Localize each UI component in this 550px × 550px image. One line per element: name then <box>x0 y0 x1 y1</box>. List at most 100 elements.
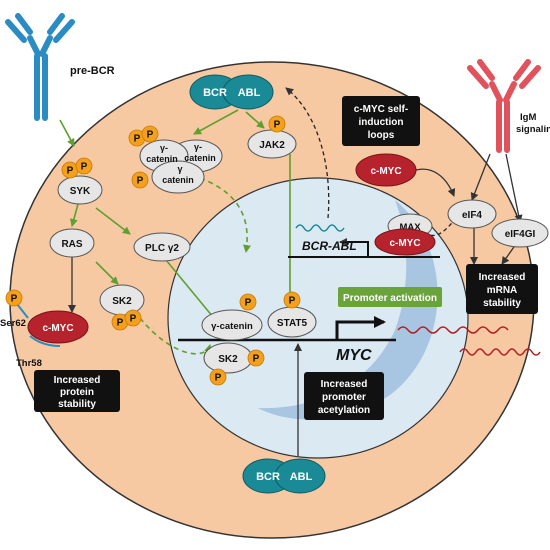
cmyc-protein-nucleus: c-MYC <box>374 228 436 256</box>
cmyc-label-left: c-MYC <box>42 323 73 334</box>
phospho-label: P <box>11 294 18 305</box>
phospho-circle: P <box>61 161 79 179</box>
mrna-myc-2 <box>459 348 541 356</box>
sk2-protein-cytoplasm: SK2 <box>99 284 145 316</box>
green-dashed-arrows <box>139 177 251 355</box>
phospho-circle: P <box>209 368 227 386</box>
sk2-label-cytoplasm: SK2 <box>112 296 132 307</box>
pre-bcr-label: pre-BCR <box>70 65 115 77</box>
sk2-label-nucleus: SK2 <box>218 354 238 365</box>
bcr-abl-gene-label: BCR-ABL <box>302 239 357 253</box>
phospho-label: P <box>117 318 124 329</box>
phospho-circle: P <box>131 171 149 189</box>
thr58-label: Thr58 <box>16 358 42 369</box>
ms-line3: stability <box>483 298 521 309</box>
phospho-label: P <box>134 134 141 145</box>
plc-label: PLC γ2 <box>145 243 179 254</box>
gc-c-line2: catenin <box>162 175 194 185</box>
pa-line3: acetylation <box>318 405 370 416</box>
phospho-label: P <box>130 314 137 325</box>
syk-protein: SYK <box>57 175 103 205</box>
ps-line1: Increased <box>54 375 101 386</box>
gamma-catenin-cluster: γ- catenin γ- catenin γ catenin <box>139 139 223 194</box>
stat5-protein: STAT5 <box>267 306 317 338</box>
si-line3: loops <box>368 130 395 141</box>
eif4gi-label: eIF4GI <box>505 229 536 240</box>
si-line2: induction <box>359 117 404 128</box>
ras-label: RAS <box>61 239 82 250</box>
igm-receptor <box>467 59 541 153</box>
gc-b-line2: catenin <box>184 153 216 163</box>
cmyc-protein-right: c-MYC <box>355 153 417 187</box>
ps-line2: protein <box>60 387 94 398</box>
pa-line1: Increased <box>321 379 368 390</box>
gc-a-line2: catenin <box>146 154 178 164</box>
protein-stability-box: Increased protein stability <box>34 370 120 412</box>
phospho-circle: P <box>124 309 142 327</box>
myc-promoter-arrow <box>335 316 386 340</box>
sk2-protein-nucleus: SK2 <box>203 342 253 374</box>
bcr-abl-fusion-top: BCR ABL <box>189 74 274 110</box>
gc-c-line1: γ <box>177 164 182 174</box>
ms-line2: mRNA <box>487 285 518 296</box>
gamma-catenin-nucleus-label: γ-catenin <box>211 321 253 332</box>
syk-label: SYK <box>70 186 91 197</box>
eif4-protein: eIF4 <box>447 199 497 229</box>
phospho-circle: P <box>268 115 286 133</box>
phospho-circle: P <box>5 289 23 307</box>
phospho-label: P <box>289 296 296 307</box>
bcr-abl-fusion-bottom: BCR ABL <box>242 458 326 494</box>
eif4gi-protein: eIF4GI <box>491 218 549 248</box>
phospho-circle: P <box>247 349 265 367</box>
gc-a-line1: γ- <box>160 143 168 153</box>
phospho-label: P <box>67 166 74 177</box>
abl-label-bottom: ABL <box>290 471 313 483</box>
ms-line1: Increased <box>479 272 526 283</box>
max-label: MAX <box>399 222 421 233</box>
phospho-circle: P <box>111 313 129 331</box>
plc-gamma2-protein: PLC γ2 <box>133 232 191 262</box>
jak2-label: JAK2 <box>259 140 285 151</box>
phospho-label: P <box>137 176 144 187</box>
phospho-label: P <box>274 120 281 131</box>
gamma-catenin-nucleus: γ-catenin <box>201 309 263 341</box>
phospho-circle: P <box>141 125 159 143</box>
promoter-activation-label: Promoter activation <box>343 293 437 304</box>
mrna-myc-1 <box>397 326 509 334</box>
bcr-abl-promoter-arrow <box>339 238 369 257</box>
cmyc-label-right: c-MYC <box>370 166 401 177</box>
pa-line2: promoter <box>322 392 366 403</box>
phospho-label: P <box>81 162 88 173</box>
pre-bcr-receptor <box>5 13 75 121</box>
cmyc-protein-left: c-MYC <box>27 310 89 344</box>
ser62-label: Ser62 <box>0 318 26 329</box>
mrna-stability-box: Increased mRNA stability <box>466 264 538 314</box>
igm-label-line2: signalin <box>516 124 550 135</box>
mrna-bcr-abl <box>295 224 345 232</box>
phospho-label: P <box>147 130 154 141</box>
ps-line3: stability <box>58 399 96 410</box>
phospho-label: P <box>215 373 222 384</box>
phospho-circle: P <box>75 157 93 175</box>
cmyc-label-nucleus: c-MYC <box>389 238 420 249</box>
phospho-label: P <box>253 354 260 365</box>
bcr-label-bottom: BCR <box>256 471 280 483</box>
si-line1: c-MYC self- <box>354 104 408 115</box>
abl-label-top: ABL <box>238 87 261 99</box>
promoter-acetylation-box: Increased promoter acetylation <box>304 372 384 420</box>
eif4-label: eIF4 <box>462 210 482 221</box>
ras-protein: RAS <box>49 228 95 258</box>
gc-b-line1: γ- <box>194 142 202 152</box>
phospho-circle: P <box>283 291 301 309</box>
dark-arrows <box>68 153 523 456</box>
bcr-label-top: BCR <box>203 87 227 99</box>
stat5-label: STAT5 <box>277 318 308 329</box>
phospho-circle: P <box>239 293 257 311</box>
self-induction-box: c-MYC self- induction loops <box>342 96 420 146</box>
chromatin-crescent <box>258 200 438 420</box>
myc-gene-label: MYC <box>336 347 372 364</box>
igm-label-line1: IgM <box>520 112 536 123</box>
phospho-label: P <box>245 298 252 309</box>
